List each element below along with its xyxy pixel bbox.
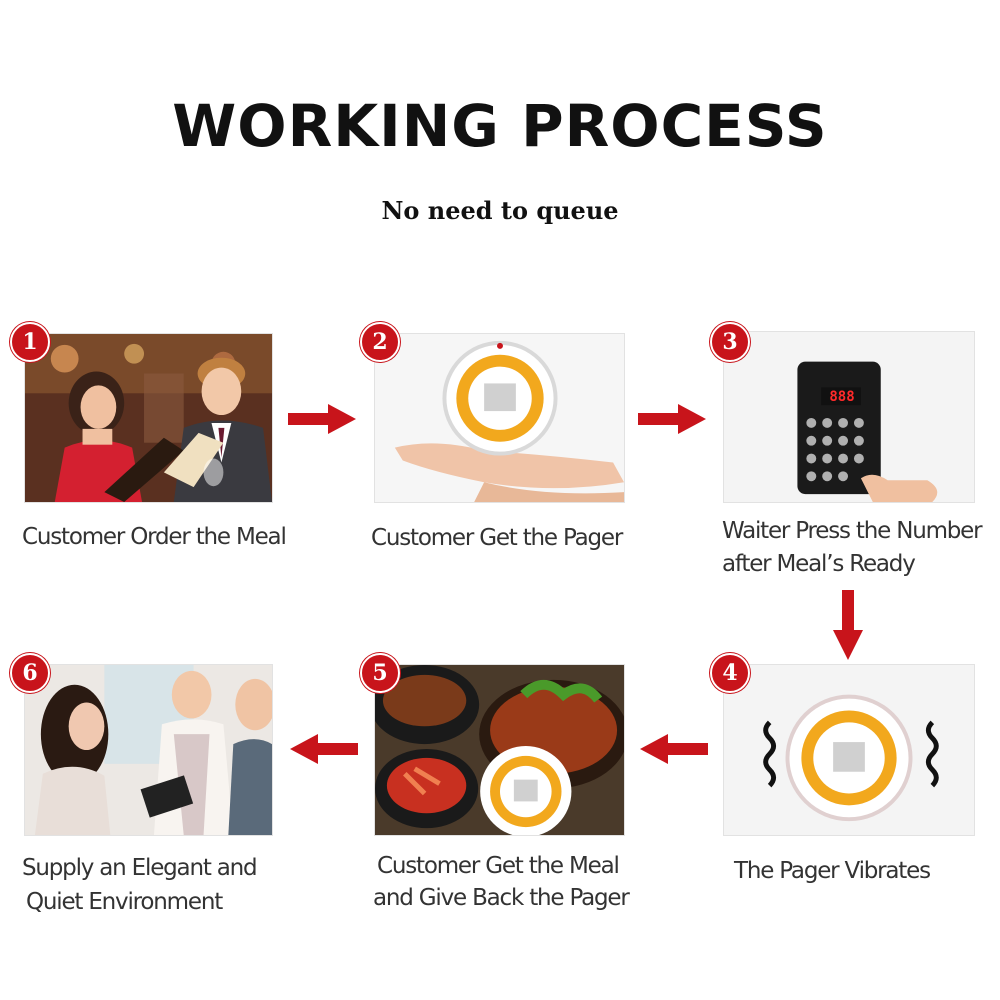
arrow-down-icon [833,590,863,660]
step-3-caption-line: Waiter Press the Number [722,518,983,544]
keypad-display: 888 [829,389,855,405]
step-5-image [374,664,625,836]
step-1-caption-line: Customer Order the Meal [22,524,287,550]
step-2-image [374,333,625,503]
step-4-badge: 4 [710,653,750,693]
step-3-image: 888 [723,331,975,503]
step-4-image [723,664,975,836]
step-1-caption: Customer Order the Meal [22,521,287,554]
step-6-image [24,664,273,836]
page-title: WORKING PROCESS [172,92,828,160]
step-3-caption: Waiter Press the Number after Meal’s Rea… [722,515,983,581]
step-5-caption-line: Customer Get the Meal [377,853,620,879]
step-5-caption-line: and Give Back the Pager [373,885,630,911]
arrow-left-icon [640,734,708,764]
step-4-caption-line: The Pager Vibrates [734,858,931,884]
step-5-badge: 5 [360,653,400,693]
step-2-caption-line: Customer Get the Pager [371,525,623,551]
step-5-caption: Customer Get the Meal and Give Back the … [373,850,630,914]
step-2-badge: 2 [360,322,400,362]
step-4-caption: The Pager Vibrates [734,855,931,888]
step-2-caption: Customer Get the Pager [371,522,623,555]
arrow-right-icon [288,404,356,434]
step-6-caption-line: Supply an Elegant and [22,855,258,881]
step-6-caption-line: Quiet Environment [26,889,223,915]
step-3-badge: 3 [710,322,750,362]
step-1-image [24,333,273,503]
step-1-badge: 1 [10,322,50,362]
step-6-badge: 6 [10,653,50,693]
arrow-left-icon [290,734,358,764]
page-subtitle: No need to queue [381,196,619,225]
step-6-caption: Supply an Elegant and Quiet Environment [22,851,258,919]
arrow-right-icon [638,404,706,434]
step-3-caption-line: after Meal’s Ready [722,551,916,577]
